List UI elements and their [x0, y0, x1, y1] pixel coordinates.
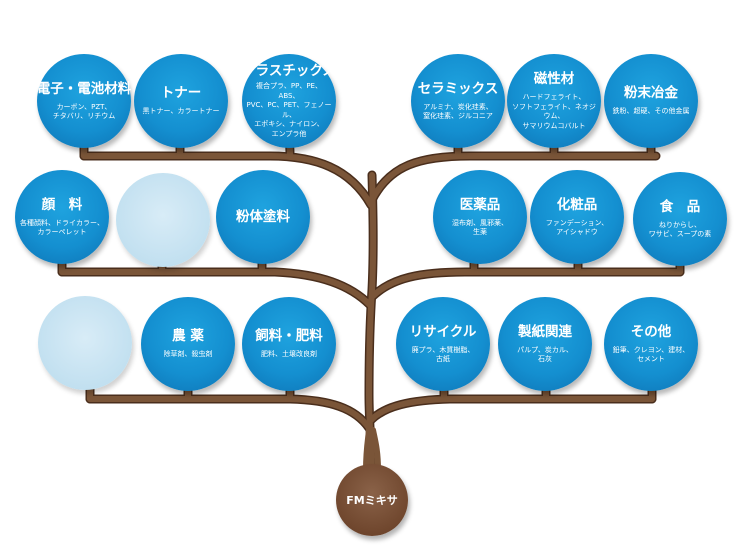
node-title: 顔 料	[41, 196, 83, 213]
node-title: トナー	[160, 85, 202, 102]
node-examples: パルプ、炭カル、 石灰	[517, 345, 573, 364]
node-examples: ファンデーション、 アイシャドウ	[545, 218, 609, 237]
node-empty-placeholder-bottom	[38, 296, 132, 390]
node-title: セラミックス	[417, 80, 499, 97]
node-food[interactable]: 食 品 ねりからし、 ワサビ、スープの素	[633, 172, 727, 266]
node-examples: ハードフェライト、 ソフトフェライト、ネオジウム、 サマリウムコバルト	[512, 93, 596, 130]
root-label: FMミキサ	[346, 494, 398, 507]
node-title: プラスチックス	[242, 63, 336, 79]
node-title: 医薬品	[459, 196, 501, 213]
node-examples: 除草剤、殺虫剤	[163, 350, 213, 359]
node-examples: 廃プラ、木質樹脂、 古紙	[411, 345, 475, 364]
node-electronic-battery-materials[interactable]: 電子・電池材料 カーボン、PZT、 チタバリ、リチウム	[37, 54, 131, 148]
node-title: 磁性材	[533, 71, 575, 87]
node-examples: 黒トナー、カラートナー	[142, 107, 220, 116]
node-title: 食 品	[659, 198, 701, 215]
node-toner[interactable]: トナー 黒トナー、カラートナー	[134, 54, 228, 148]
node-pharmaceuticals[interactable]: 医薬品 湿布剤、風邪薬、 生薬	[433, 170, 527, 264]
node-recycling[interactable]: リサイクル 廃プラ、木質樹脂、 古紙	[396, 297, 490, 391]
node-examples: 肥料、土壌改良剤	[261, 350, 317, 359]
node-examples: 複合プラ、PP、PE、ABS、 PVC、PC、PET、フェノール、 エポキシ、ナ…	[246, 82, 332, 138]
node-examples: 鉄粉、超硬、その他金属	[612, 107, 690, 116]
node-examples: 湿布剤、風邪薬、 生薬	[452, 218, 508, 237]
node-ceramics[interactable]: セラミックス アルミナ、炭化珪素、 窒化珪素、ジルコニア	[411, 54, 505, 148]
node-cosmetics[interactable]: 化粧品 ファンデーション、 アイシャドウ	[530, 170, 624, 264]
node-examples: ねりからし、 ワサビ、スープの素	[648, 220, 712, 239]
node-title: 製紙関連	[518, 323, 572, 340]
node-plastics[interactable]: プラスチックス 複合プラ、PP、PE、ABS、 PVC、PC、PET、フェノール…	[242, 54, 336, 148]
node-title: その他	[630, 323, 672, 340]
node-empty-placeholder-middle	[116, 173, 210, 267]
root-node-fm-mixer[interactable]: FMミキサ	[336, 464, 408, 536]
node-examples: 鉛筆、クレヨン、建材、 セメント	[612, 345, 690, 364]
node-powder-coatings[interactable]: 粉体塗料	[216, 170, 310, 264]
node-examples: アルミナ、炭化珪素、 窒化珪素、ジルコニア	[423, 102, 493, 121]
node-title: 農 薬	[172, 328, 204, 345]
node-paper-related[interactable]: 製紙関連 パルプ、炭カル、 石灰	[498, 297, 592, 391]
node-title: 化粧品	[556, 196, 598, 213]
node-title: 粉体塗料	[236, 209, 290, 225]
node-examples: カーボン、PZT、 チタバリ、リチウム	[52, 102, 116, 121]
node-title: 飼料・肥料	[255, 328, 323, 345]
node-examples: 各種顔料、ドライカラー、 カラーペレット	[20, 218, 104, 237]
node-title: 粉末冶金	[624, 85, 678, 102]
node-powder-metallurgy[interactable]: 粉末冶金 鉄粉、超硬、その他金属	[604, 54, 698, 148]
node-agrochemicals[interactable]: 農 薬 除草剤、殺虫剤	[141, 297, 235, 391]
node-title: 電子・電池材料	[36, 80, 132, 97]
node-others[interactable]: その他 鉛筆、クレヨン、建材、 セメント	[604, 297, 698, 391]
node-title: リサイクル	[409, 323, 477, 340]
node-magnetic-materials[interactable]: 磁性材 ハードフェライト、 ソフトフェライト、ネオジウム、 サマリウムコバルト	[507, 54, 601, 148]
node-feed-fertilizer[interactable]: 飼料・肥料 肥料、土壌改良剤	[242, 297, 336, 391]
node-pigments[interactable]: 顔 料 各種顔料、ドライカラー、 カラーペレット	[15, 170, 109, 264]
